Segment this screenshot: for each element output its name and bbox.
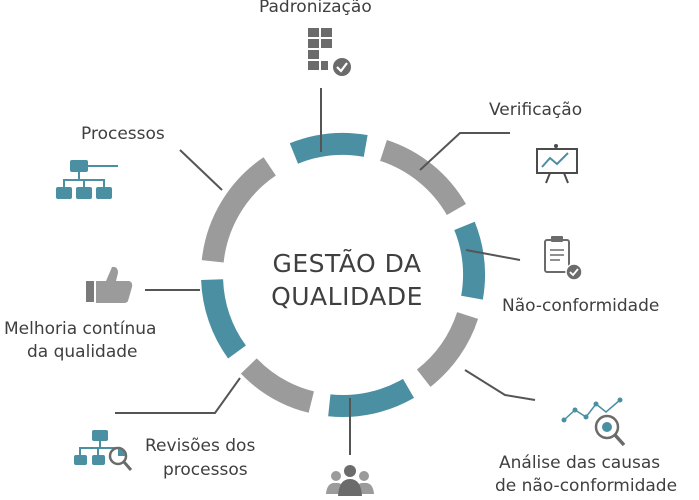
center-title-line1: GESTÃO DA (272, 249, 422, 278)
segment-top-right (379, 139, 466, 216)
grid-check-icon (308, 28, 353, 78)
label-processos: Processos (81, 124, 165, 144)
connector-revisoes (115, 377, 241, 414)
label-nao-conformidade: Não-conformidade (502, 296, 660, 316)
presentation-chart-icon (536, 144, 578, 184)
hierarchy-search-icon (74, 430, 133, 471)
label-melhoria-line2: da qualidade (27, 342, 138, 362)
segment-right-lower (416, 311, 479, 387)
center-title: GESTÃO DA QUALIDADE (232, 247, 462, 313)
segment-left-upper (201, 157, 277, 263)
connector-analise (464, 369, 536, 401)
clipboard-check-icon (544, 236, 583, 281)
team-icon (326, 465, 374, 496)
connector-processos (179, 149, 223, 191)
segment-top-left (289, 133, 368, 164)
segment-bottom-left (240, 358, 315, 413)
chart-magnifier-icon (561, 397, 626, 447)
connector-lines (115, 88, 536, 455)
label-analise-line1: Análise das causas (499, 453, 661, 473)
center-title-line2: QUALIDADE (271, 282, 423, 311)
segment-bottom (328, 378, 415, 417)
label-melhoria-line1: Melhoria contínua (4, 319, 157, 339)
ring (201, 133, 485, 417)
thumbs-up-icon (86, 266, 133, 303)
segment-right-upper (454, 221, 485, 300)
label-verificacao: Verificação (489, 100, 583, 120)
label-revisoes-line2: processos (163, 460, 248, 480)
label-padronizacao: Padronização (259, 0, 372, 17)
segment-left-lower (201, 278, 247, 359)
label-analise-line2: de não-conformidade (495, 476, 678, 496)
connector-verificacao (419, 132, 510, 171)
label-revisoes-line1: Revisões dos (145, 436, 256, 456)
connector-nao-conformidade (465, 249, 521, 261)
hierarchy-icon (56, 160, 118, 199)
